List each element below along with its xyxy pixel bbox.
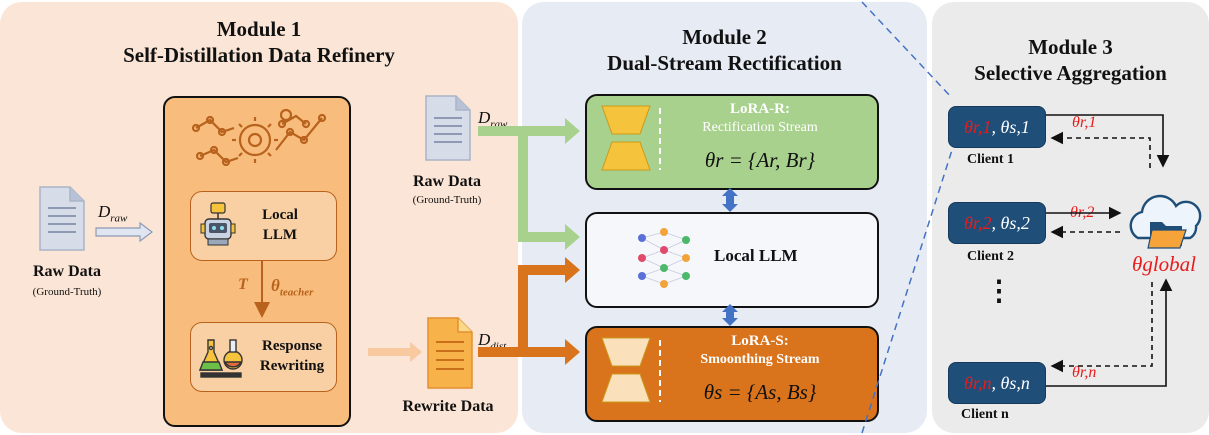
client1-params: θr,1, θs,1 (948, 106, 1046, 148)
neural-network-icon (638, 228, 690, 288)
client2-label: Client 2 (967, 249, 1015, 264)
module3-title: Module 3 Selective Aggregation (932, 34, 1209, 86)
clientn-arrows (1046, 278, 1173, 387)
network-gear-icon (191, 108, 327, 167)
lora-s-title: LoRA-S: (731, 333, 789, 349)
response-rewriting-label: Response Rewriting (259, 338, 325, 374)
module1-title-line2: Self-Distillation Data Refinery (123, 43, 395, 67)
raw-data-green-arrows (478, 118, 580, 250)
double-arrow-lower (722, 304, 738, 326)
clientn-label: Client n (961, 407, 1009, 422)
document-icon (425, 95, 471, 161)
module2-title-line1: Module 2 (682, 25, 767, 49)
lab-flask-icon (198, 339, 243, 378)
client1-label: Client 1 (967, 152, 1015, 167)
theta-r1-arrow-label: θr,1 (1072, 114, 1097, 131)
module3-title-line1: Module 3 (1028, 35, 1113, 59)
raw-data-left-sub: (Ground-Truth) (32, 286, 102, 298)
module2-title-line2: Dual-Stream Rectification (607, 51, 842, 75)
client2-params: θr,2, θs,2 (948, 202, 1046, 244)
local-llm-label: Local LLM (262, 207, 298, 243)
adapter-trapezoid-icon (601, 105, 661, 171)
rewrite-data-label: Rewrite Data (402, 398, 494, 415)
double-arrow-upper (722, 188, 738, 212)
raw-data-left-label: Raw Data (33, 263, 101, 280)
clientn-params: θr,n, θs,n (948, 362, 1046, 404)
connector-line-top (861, 1, 953, 99)
dist-data-orange-arrows (478, 257, 580, 365)
document-icon (39, 186, 85, 251)
rewrite-arrow (368, 342, 422, 362)
theta-global-label: θglobal (1132, 252, 1196, 276)
lora-r-sub: Rectification Stream (702, 120, 818, 135)
rewrite-document-icon (427, 317, 473, 389)
raw-data-mid-label: Raw Data (413, 173, 481, 190)
lora-r-formula: θr = {Ar, Br} (704, 148, 816, 172)
local-llm-center-box (585, 212, 879, 308)
connector-line-bottom (861, 149, 953, 434)
module1-title: Module 1 Self-Distillation Data Refinery (0, 16, 518, 68)
theta-rn-arrow-label: θr,n (1072, 364, 1097, 381)
t-label: T (238, 276, 248, 293)
module1-title-line1: Module 1 (216, 17, 302, 41)
raw-to-llm-arrow (95, 221, 153, 243)
lora-s-sub: Smoonthing Stream (700, 352, 820, 367)
module2-title: Module 2 Dual-Stream Rectification (522, 24, 927, 76)
client1-arrows (1046, 114, 1170, 168)
robot-icon (200, 202, 236, 246)
local-llm-center-label: Local LLM (714, 246, 798, 265)
client2-arrows (1046, 206, 1122, 239)
module3-title-line2: Selective Aggregation (974, 61, 1167, 85)
raw-data-mid-sub: (Ground-Truth) (412, 194, 482, 206)
theta-teacher-label: θteacher (271, 276, 314, 299)
d-raw-left-label: Draw (98, 202, 128, 225)
adapter-trapezoid-icon (601, 337, 661, 403)
clients-ellipsis: ⋮ (985, 276, 1013, 307)
cloud-folder-icon (1129, 194, 1202, 249)
lora-s-formula: θs = {As, Bs} (703, 380, 817, 404)
lora-r-title: LoRA-R: (730, 101, 790, 117)
